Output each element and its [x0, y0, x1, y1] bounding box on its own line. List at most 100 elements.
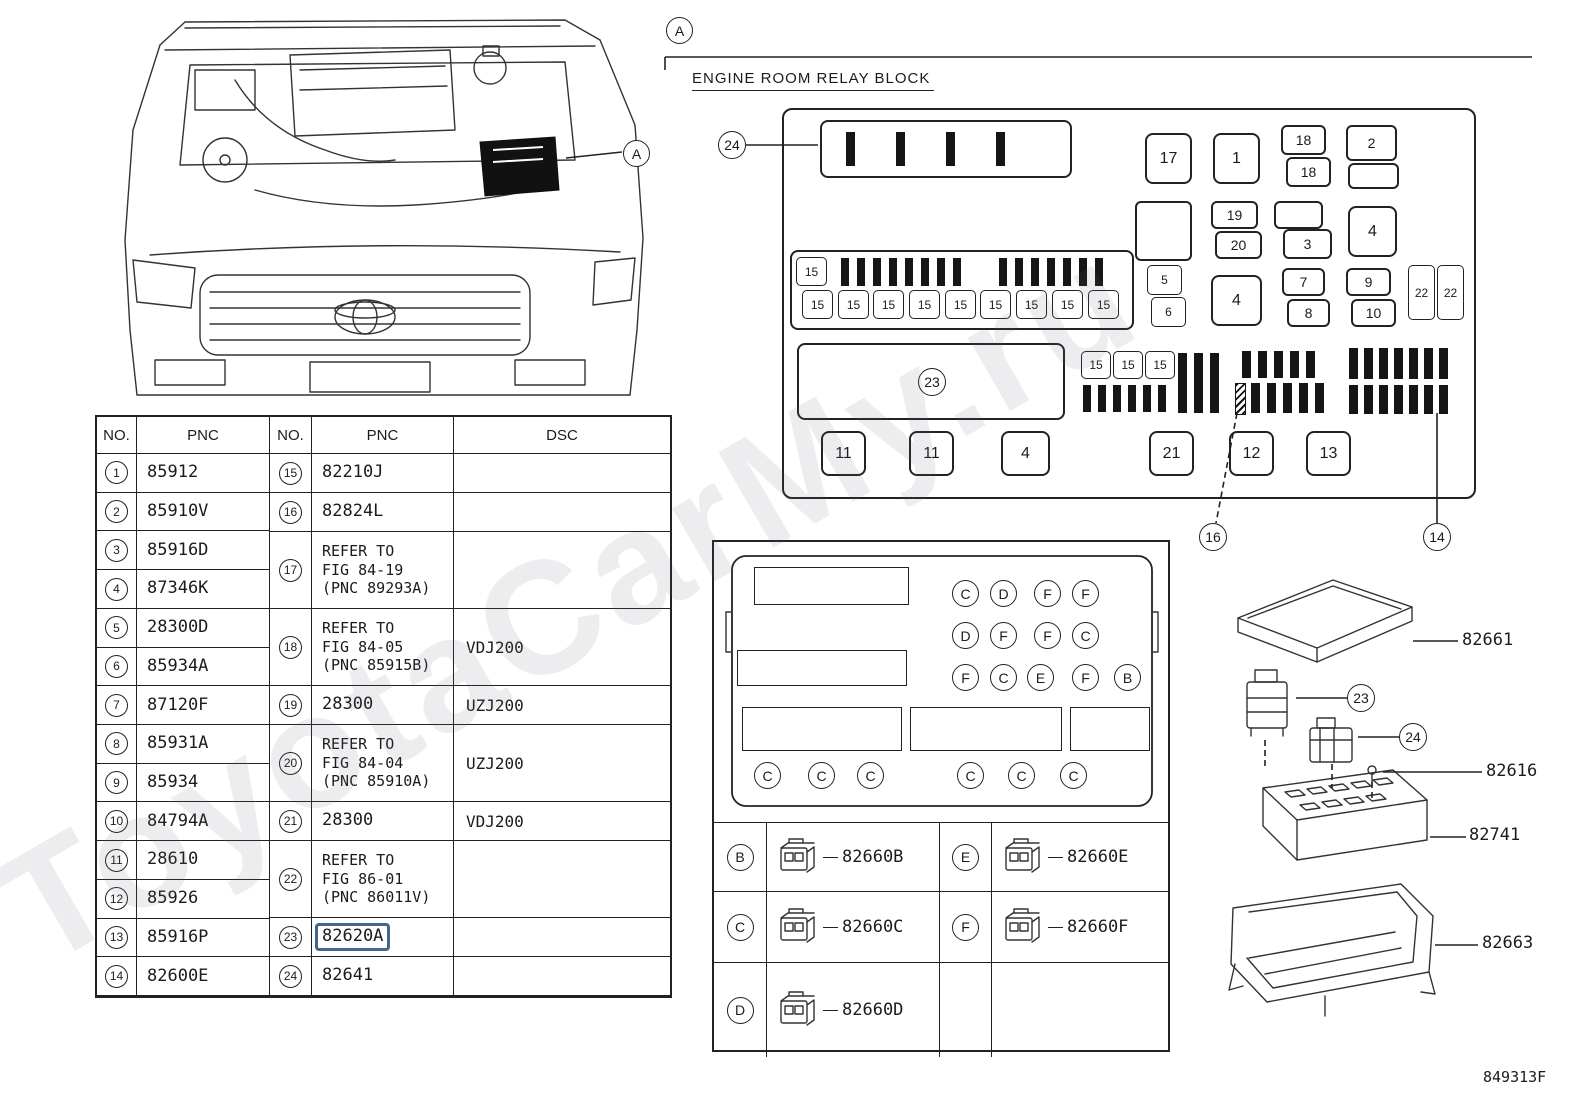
letter-circle: F — [1072, 664, 1099, 691]
part-number[interactable]: 82660F — [1067, 917, 1129, 937]
row-number-cell: 21 — [270, 802, 312, 841]
letter-circle: F — [952, 913, 979, 941]
row-number-cell: 8 — [97, 725, 137, 764]
row-number-cell: 24 — [270, 957, 312, 996]
pnc-cell[interactable]: 28300 — [312, 686, 454, 725]
pnc-cell[interactable]: REFER TO FIG 86-01 (PNC 86011V) — [312, 841, 454, 918]
relay-cell: 18 — [1281, 125, 1326, 155]
fuse-bar — [1409, 348, 1418, 379]
pnc-cell[interactable]: 85926 — [137, 879, 270, 919]
pnc-cell[interactable]: REFER TO FIG 84-19 (PNC 89293A) — [312, 532, 454, 609]
dsc-value: UZJ200 — [466, 753, 524, 773]
relay-cell: 8 — [1287, 299, 1330, 327]
connector-part-cell — [992, 963, 1168, 1057]
fuse-bar — [1394, 348, 1403, 379]
pnc-cell[interactable]: 85934A — [137, 647, 270, 687]
part-number[interactable]: 82660E — [1067, 847, 1129, 867]
circled-number: 1 — [105, 461, 128, 485]
pnc-cell[interactable]: REFER TO FIG 84-05 (PNC 85915B) — [312, 609, 454, 686]
table-row: 16 82824L — [270, 493, 670, 532]
pnc-cell[interactable]: 85931A — [137, 725, 270, 764]
table-row: 4 87346K — [97, 570, 270, 609]
relay-cell: 15 — [838, 290, 869, 319]
circled-number: 2 — [105, 500, 128, 524]
relay-cell: 15 — [945, 290, 976, 319]
fuse-bar — [1394, 385, 1403, 414]
part-number[interactable]: 82741 — [1469, 825, 1521, 845]
row-number-cell: 19 — [270, 686, 312, 725]
row-number-cell: 7 — [97, 686, 137, 726]
fuse-bar — [1439, 385, 1448, 414]
table-row: 6 85934A — [97, 647, 270, 687]
fuse-bar — [905, 258, 913, 286]
dsc-cell: UZJ200 — [454, 725, 670, 802]
relay-cell: 20 — [1215, 231, 1262, 259]
fuse-bar — [1306, 351, 1315, 378]
fuse-bar — [1267, 383, 1276, 413]
underside-box — [742, 707, 902, 751]
pnc-cell[interactable]: 82641 — [312, 957, 454, 996]
fuse-bar — [1315, 383, 1324, 413]
pnc-cell[interactable]: 28610 — [137, 841, 270, 880]
pnc-cell[interactable]: 85934 — [137, 763, 270, 803]
connector-entry: 82660F — [1000, 906, 1128, 948]
fuse-bar — [1128, 385, 1136, 412]
pnc-cell[interactable]: 85916P — [137, 918, 270, 958]
circled-number: 24 — [279, 964, 302, 988]
fuse-bar — [999, 258, 1007, 286]
letter-circle: C — [1060, 762, 1087, 789]
pnc-value: 82620A — [315, 923, 391, 951]
fuse-bar — [1113, 385, 1121, 412]
pnc-cell[interactable]: 82824L — [312, 493, 454, 532]
relay-cell: 9 — [1346, 268, 1391, 296]
fuse-bar — [1349, 385, 1358, 414]
part-number[interactable]: 82661 — [1462, 630, 1514, 650]
part-number[interactable]: 82616 — [1486, 761, 1538, 781]
connector-table-row: B — [714, 822, 1168, 891]
pnc-cell[interactable]: REFER TO FIG 84-04 (PNC 85910A) — [312, 725, 454, 802]
pnc-cell[interactable]: 85912 — [137, 454, 270, 493]
letter-circle: C — [726, 913, 754, 941]
table-row: 8 85931A — [97, 725, 270, 764]
pnc-cell[interactable]: 87120F — [137, 686, 270, 726]
pnc-cell[interactable]: 87346K — [137, 570, 270, 609]
part-number[interactable]: 82663 — [1482, 933, 1534, 953]
connector-icon — [1005, 838, 1040, 873]
pnc-cell[interactable]: 28300D — [137, 608, 270, 648]
pnc-cell[interactable]: 82620A — [312, 918, 454, 957]
part-number[interactable]: 82660B — [842, 847, 904, 867]
fuse-bar — [1143, 385, 1151, 412]
row-number-cell: 12 — [97, 879, 137, 919]
relay-cell: 22 — [1408, 265, 1435, 320]
row-number-cell: 4 — [97, 570, 137, 609]
relay-cell: 17 — [1145, 133, 1192, 184]
pnc-cell[interactable]: 84794A — [137, 802, 270, 842]
dsc-cell — [454, 957, 670, 996]
header-no: NO. — [97, 417, 137, 454]
relay-cell: 2 — [1346, 125, 1397, 161]
parts-table-left-rows: 1 85912 2 85910V — [97, 454, 270, 997]
pnc-cell[interactable]: 85916D — [137, 531, 270, 571]
dsc-cell: VDJ200 — [454, 609, 670, 686]
row-number-cell: 18 — [270, 609, 312, 686]
relay-cell: 15 — [1088, 290, 1119, 319]
pnc-value: 85934 — [147, 771, 199, 792]
pnc-cell[interactable]: 82210J — [312, 454, 454, 493]
part-number[interactable]: 82660C — [842, 917, 904, 937]
connector-table-row: C — [714, 891, 1168, 962]
pnc-cell[interactable]: 28300 — [312, 802, 454, 841]
row-number-cell: 14 — [97, 957, 137, 997]
fuse-bar — [921, 258, 929, 286]
fuse-bar — [1098, 385, 1106, 412]
relay-box — [797, 343, 1065, 420]
pnc-cell[interactable]: 82600E — [137, 957, 270, 997]
engine-bay-svg — [124, 19, 644, 396]
relay-cell: 15 — [1113, 351, 1143, 379]
pnc-cell[interactable]: 85910V — [137, 492, 270, 532]
relay-cell: 21 — [1149, 431, 1194, 476]
part-number[interactable]: 82660D — [842, 1000, 904, 1020]
table-row: 5 28300D — [97, 608, 270, 648]
row-number-cell: 11 — [97, 841, 137, 880]
